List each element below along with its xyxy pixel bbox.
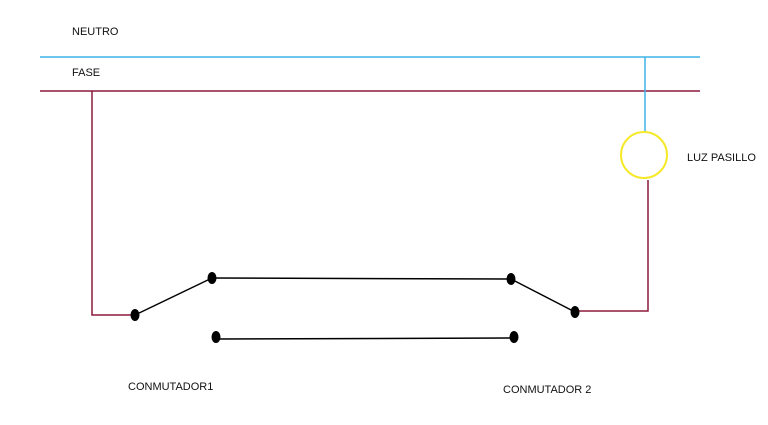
lamp-icon bbox=[620, 131, 668, 179]
conmutador2-upper-terminal bbox=[506, 273, 516, 285]
traveller-upper-wire bbox=[211, 277, 512, 280]
lamp-return-wire bbox=[578, 180, 649, 312]
conmutador1-lever bbox=[134, 277, 213, 316]
fase-drop-wire bbox=[91, 91, 135, 316]
conmutador1-lower-terminal bbox=[211, 331, 221, 343]
conmutador1-common-terminal bbox=[130, 309, 140, 321]
conmutador2-lever bbox=[510, 278, 576, 313]
neutro-label: NEUTRO bbox=[72, 26, 119, 38]
conmutador2-lower-terminal bbox=[509, 331, 519, 343]
conmutador1-label: CONMUTADOR1 bbox=[128, 381, 213, 393]
traveller-lower-wire bbox=[215, 337, 515, 340]
luz-pasillo-label: LUZ PASILLO bbox=[687, 152, 756, 164]
conmutador2-label: CONMUTADOR 2 bbox=[503, 384, 591, 396]
conmutador1-upper-terminal bbox=[207, 272, 217, 284]
fase-label: FASE bbox=[72, 67, 100, 79]
conmutador2-common-terminal bbox=[570, 306, 580, 318]
